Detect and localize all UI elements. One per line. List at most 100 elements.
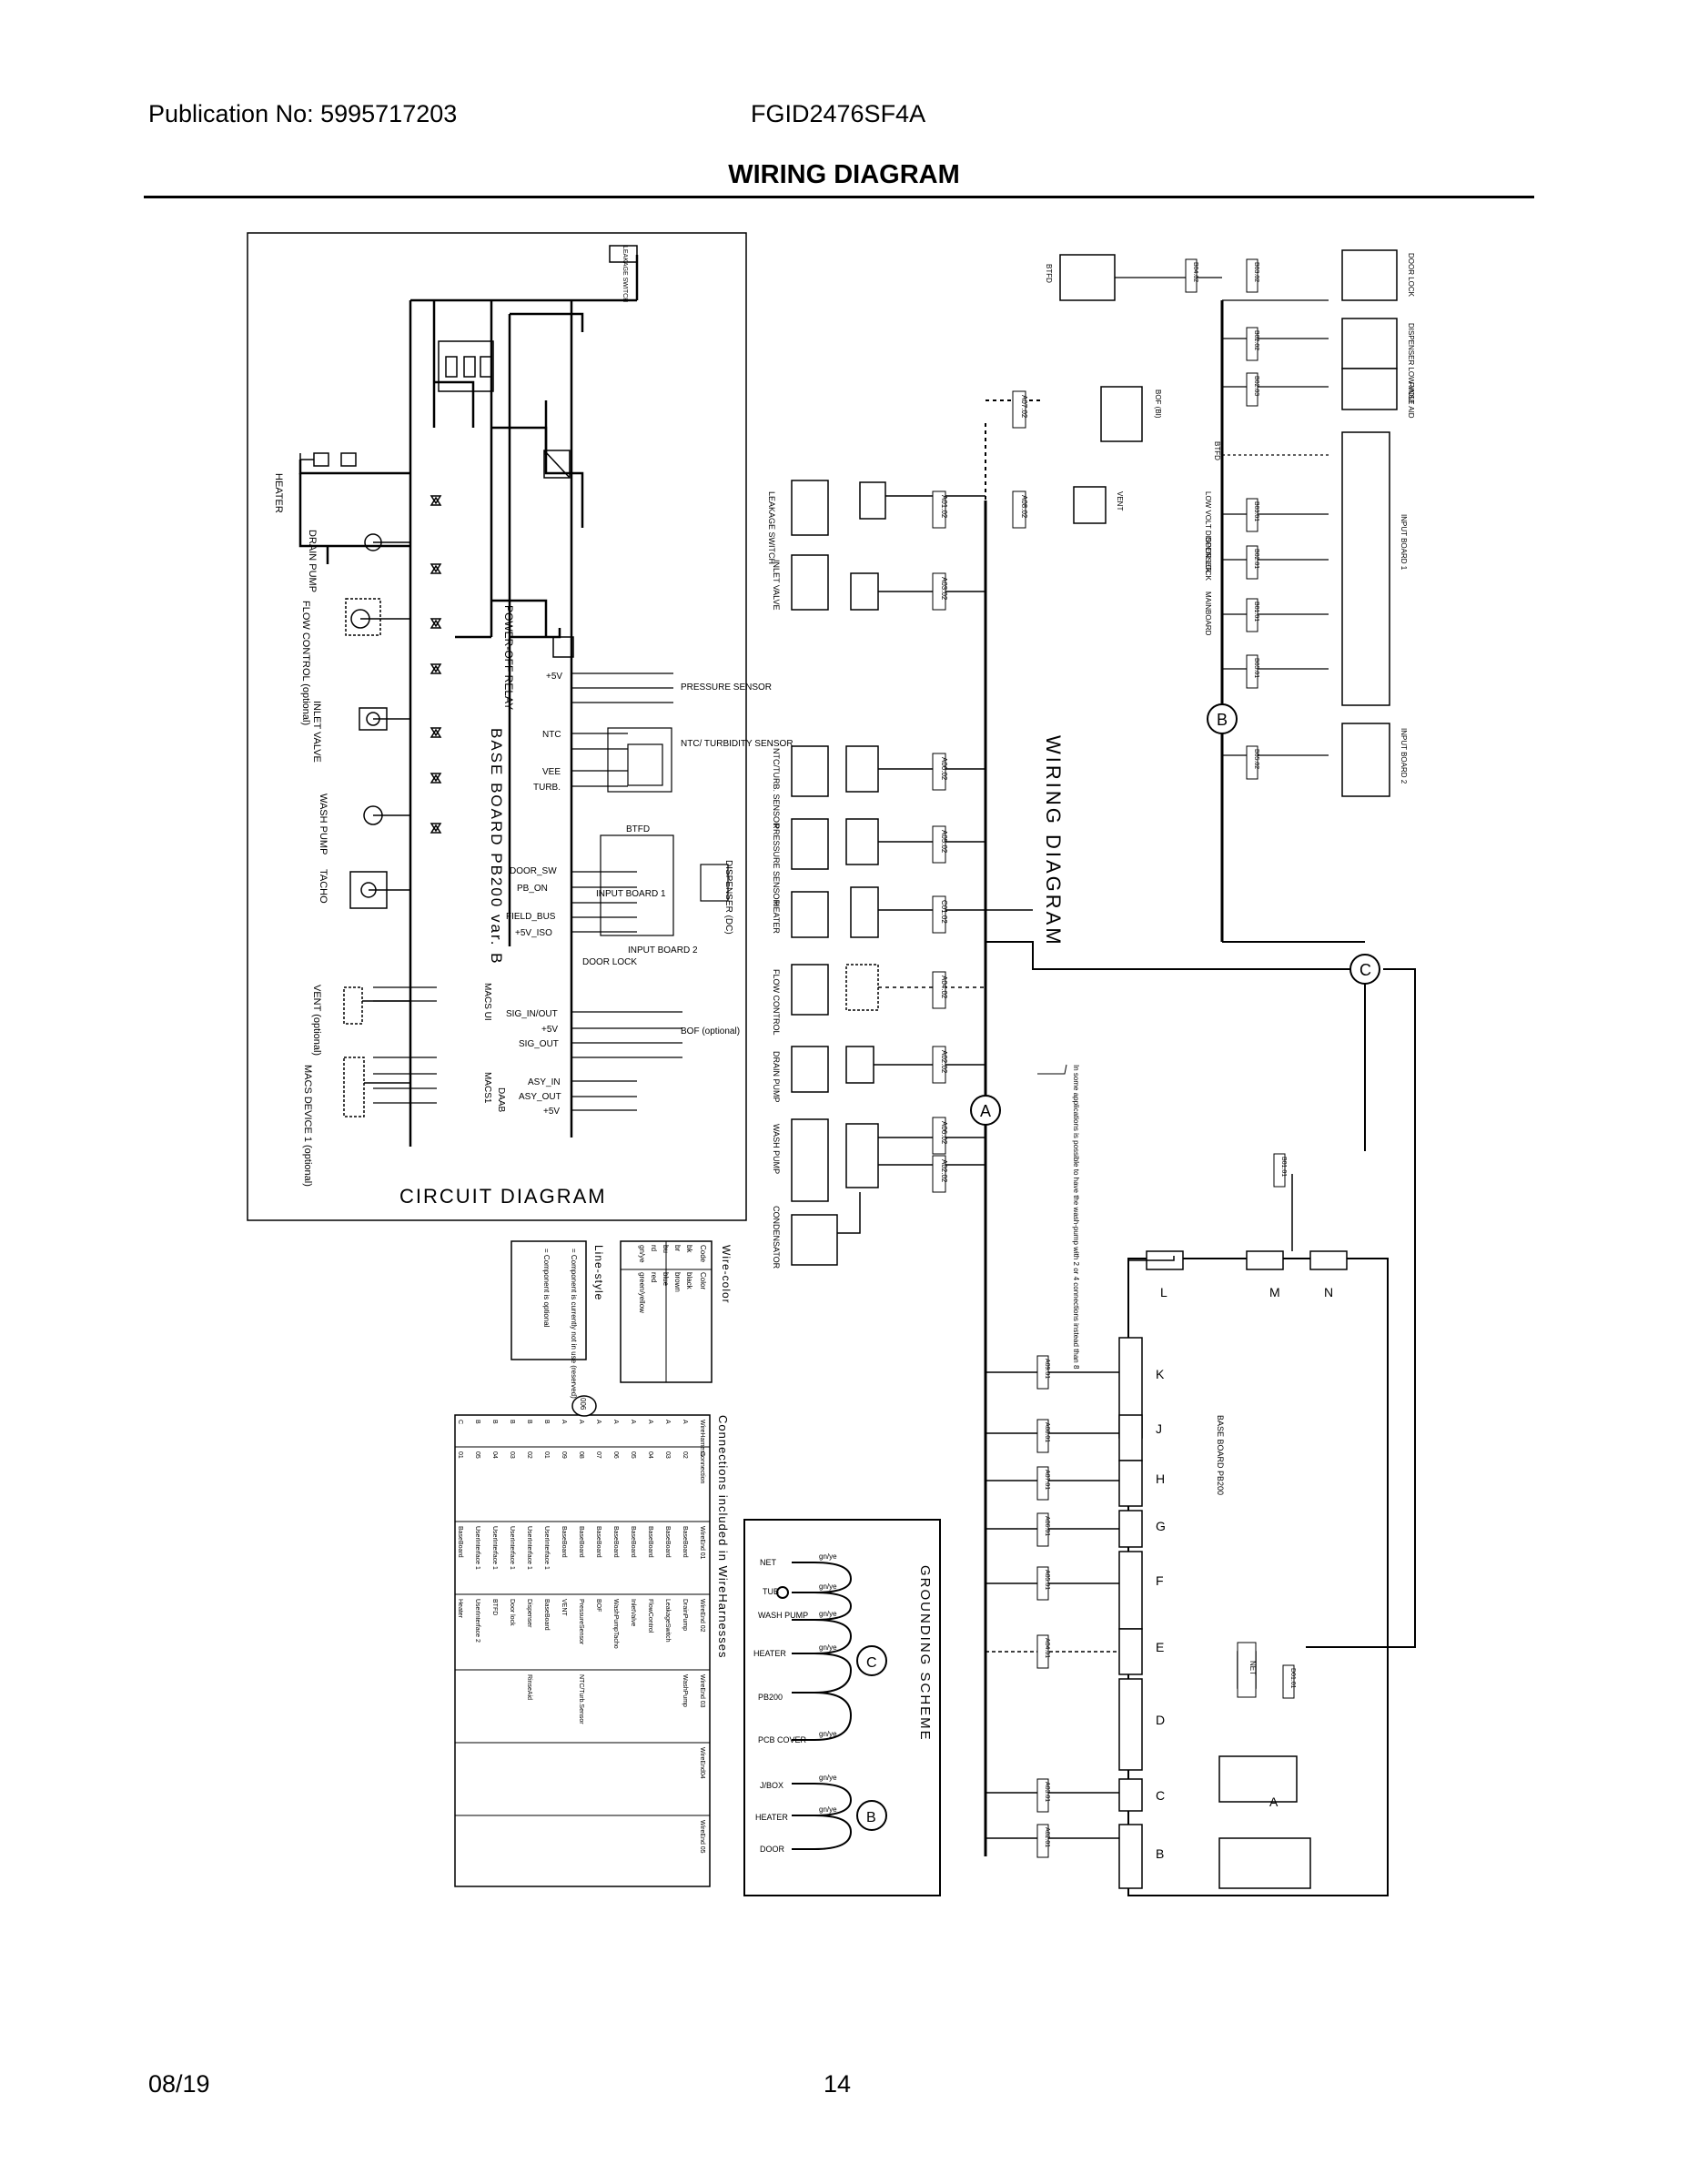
svg-text:A03.02: A03.02 bbox=[940, 577, 948, 601]
macs-device-label: MACS DEVICE 1 (optional) bbox=[302, 1065, 313, 1187]
svg-text:gn/ye: gn/ye bbox=[638, 1245, 646, 1263]
connections-cell: BaseBoard bbox=[612, 1526, 619, 1558]
signal-ntc: NTC bbox=[542, 730, 561, 740]
wiring-components bbox=[791, 480, 886, 1266]
svg-text:black: black bbox=[685, 1272, 693, 1290]
connections-cell: UserInterface 1 bbox=[526, 1526, 532, 1570]
signal-5v-iso: +5V_ISO bbox=[515, 928, 552, 938]
connections-cell: BTFD bbox=[491, 1599, 498, 1615]
svg-text:gn/ye: gn/ye bbox=[819, 1552, 837, 1561]
base-board-title: BASE BOARD PB200 bbox=[1216, 1415, 1225, 1495]
wd-drain-pump: DRAIN PUMP bbox=[772, 1051, 781, 1103]
line-style-dashed: = Component is currently not in use (res… bbox=[570, 1249, 578, 1399]
circuit-rails bbox=[298, 255, 639, 1147]
wash-pump-note: In some applications is possible to have… bbox=[1072, 1065, 1080, 1370]
connections-cell: BaseBoard bbox=[647, 1526, 653, 1558]
page-number: 14 bbox=[824, 2070, 852, 2098]
signal-asy-out: ASY_OUT bbox=[519, 1092, 561, 1102]
conn-e: E bbox=[1156, 1640, 1164, 1654]
tacho-label: TACHO bbox=[318, 869, 329, 904]
connections-cell: UserInterface 1 bbox=[543, 1526, 550, 1570]
svg-text:PCB COVER: PCB COVER bbox=[758, 1735, 807, 1744]
connections-cell: 04 bbox=[491, 1451, 498, 1459]
svg-text:rd: rd bbox=[650, 1245, 658, 1251]
wd-heater: HEATER bbox=[772, 901, 781, 934]
wd-btfd-top: BTFD bbox=[1045, 264, 1053, 283]
connections-cell: NTC/Turb.Sensor bbox=[578, 1674, 584, 1724]
wd-condensator: CONDENSATOR bbox=[772, 1206, 781, 1269]
conn-m: M bbox=[1269, 1285, 1280, 1299]
macs1-label: MACS1 bbox=[482, 1072, 492, 1104]
wd-input-board-2: INPUT BOARD 2 bbox=[1400, 728, 1408, 784]
connections-cell: 04 bbox=[647, 1451, 653, 1459]
vent-label: VENT (optional) bbox=[311, 985, 322, 1056]
svg-text:B02.02: B02.02 bbox=[1253, 330, 1259, 350]
signal-field-bus: FIELD_BUS bbox=[506, 912, 556, 922]
wire-color-rows: bk black br brown bu blue rd red gn/ye g… bbox=[638, 1245, 693, 1313]
bof-label: BOF (optional) bbox=[681, 1026, 740, 1036]
wd-mainboard: MAINBOARD bbox=[1204, 592, 1212, 636]
svg-text:A05.02: A05.02 bbox=[940, 830, 948, 854]
svg-text:brown: brown bbox=[673, 1272, 682, 1292]
connections-cell: FlowControl bbox=[647, 1599, 653, 1633]
connections-cell: 08 bbox=[578, 1451, 584, 1459]
left-components bbox=[299, 452, 410, 1117]
inlet-valve-label: INLET VALVE bbox=[311, 701, 322, 763]
connections-header-cell: WireEnd04 bbox=[699, 1747, 705, 1779]
svg-text:A06.02: A06.02 bbox=[940, 1121, 948, 1145]
connections-cell: 01 bbox=[457, 1451, 463, 1459]
line-style-legend: Line-style = Component is currently not … bbox=[510, 1240, 605, 1399]
board-connectors bbox=[1118, 1250, 1348, 1889]
svg-text:006: 006 bbox=[579, 1398, 587, 1410]
leakage-switch-label: LEAKAGE SWITCH bbox=[622, 246, 628, 302]
net-box: NET bbox=[1237, 1642, 1257, 1698]
signal-sig-out: SIG_OUT bbox=[519, 1039, 559, 1049]
svg-text:br: br bbox=[673, 1245, 682, 1251]
flow-control-label: FLOW CONTROL (optional) bbox=[300, 601, 311, 725]
svg-text:B: B bbox=[866, 1810, 876, 1825]
connections-cell: A bbox=[630, 1420, 636, 1424]
connections-cell: BOF bbox=[595, 1599, 601, 1612]
svg-text:A04.02: A04.02 bbox=[940, 976, 948, 999]
svg-text:B02.01: B02.01 bbox=[1253, 549, 1259, 569]
svg-text:A08.01: A08.01 bbox=[1044, 1422, 1050, 1442]
svg-text:NET: NET bbox=[760, 1558, 777, 1567]
wd-flow-control: FLOW CONTROL bbox=[772, 969, 781, 1036]
circuit-frame bbox=[247, 232, 747, 1221]
wd-wash-pump: WASH PUMP bbox=[772, 1124, 781, 1174]
power-off-relay-label: POWER-OFF RELAY bbox=[502, 605, 515, 710]
svg-text:C: C bbox=[866, 1655, 877, 1671]
svg-text:gn/ye: gn/ye bbox=[819, 1730, 837, 1738]
svg-text:B01.01: B01.01 bbox=[1253, 602, 1259, 622]
conn-c: C bbox=[1156, 1788, 1165, 1803]
svg-text:A08.02: A08.02 bbox=[1020, 495, 1028, 519]
svg-text:A09.01: A09.01 bbox=[1044, 1359, 1050, 1379]
svg-text:PB200: PB200 bbox=[758, 1693, 783, 1702]
connections-cell: 03 bbox=[509, 1451, 515, 1459]
input-board-2-label: INPUT BOARD 2 bbox=[628, 945, 698, 956]
node-c: C bbox=[1349, 954, 1380, 985]
grounding-node-b: B bbox=[856, 1800, 887, 1831]
svg-text:gn/ye: gn/ye bbox=[819, 1582, 837, 1591]
signal-asy-in: ASY_IN bbox=[528, 1077, 561, 1087]
svg-text:gn/ye: gn/ye bbox=[819, 1805, 837, 1814]
svg-text:B02.03: B02.03 bbox=[1253, 376, 1259, 396]
wire-color-header-code: Code bbox=[699, 1245, 707, 1263]
grounding-wires bbox=[776, 1562, 853, 1850]
connections-cell: BaseBoard bbox=[682, 1526, 688, 1558]
connector-letters: K J H G F E D C B A L M N bbox=[1156, 1285, 1333, 1861]
connections-cell: WashPumpTacho bbox=[612, 1599, 619, 1649]
connections-cell: UserInterface 1 bbox=[509, 1526, 515, 1570]
conn-k: K bbox=[1156, 1367, 1165, 1381]
connections-cell: 02 bbox=[682, 1451, 688, 1459]
svg-text:C: C bbox=[1359, 961, 1371, 979]
connections-cell: PressureSensor bbox=[578, 1599, 584, 1645]
macs-ui-label: MACS UI bbox=[482, 983, 492, 1021]
line-style-dotted: = Component is optional bbox=[542, 1249, 551, 1328]
wd-bof: BOF (BI) bbox=[1154, 389, 1162, 419]
relay-block bbox=[438, 245, 638, 658]
connections-title: Connections included in WireHarnesses bbox=[716, 1415, 730, 1659]
heater-element bbox=[313, 452, 329, 467]
